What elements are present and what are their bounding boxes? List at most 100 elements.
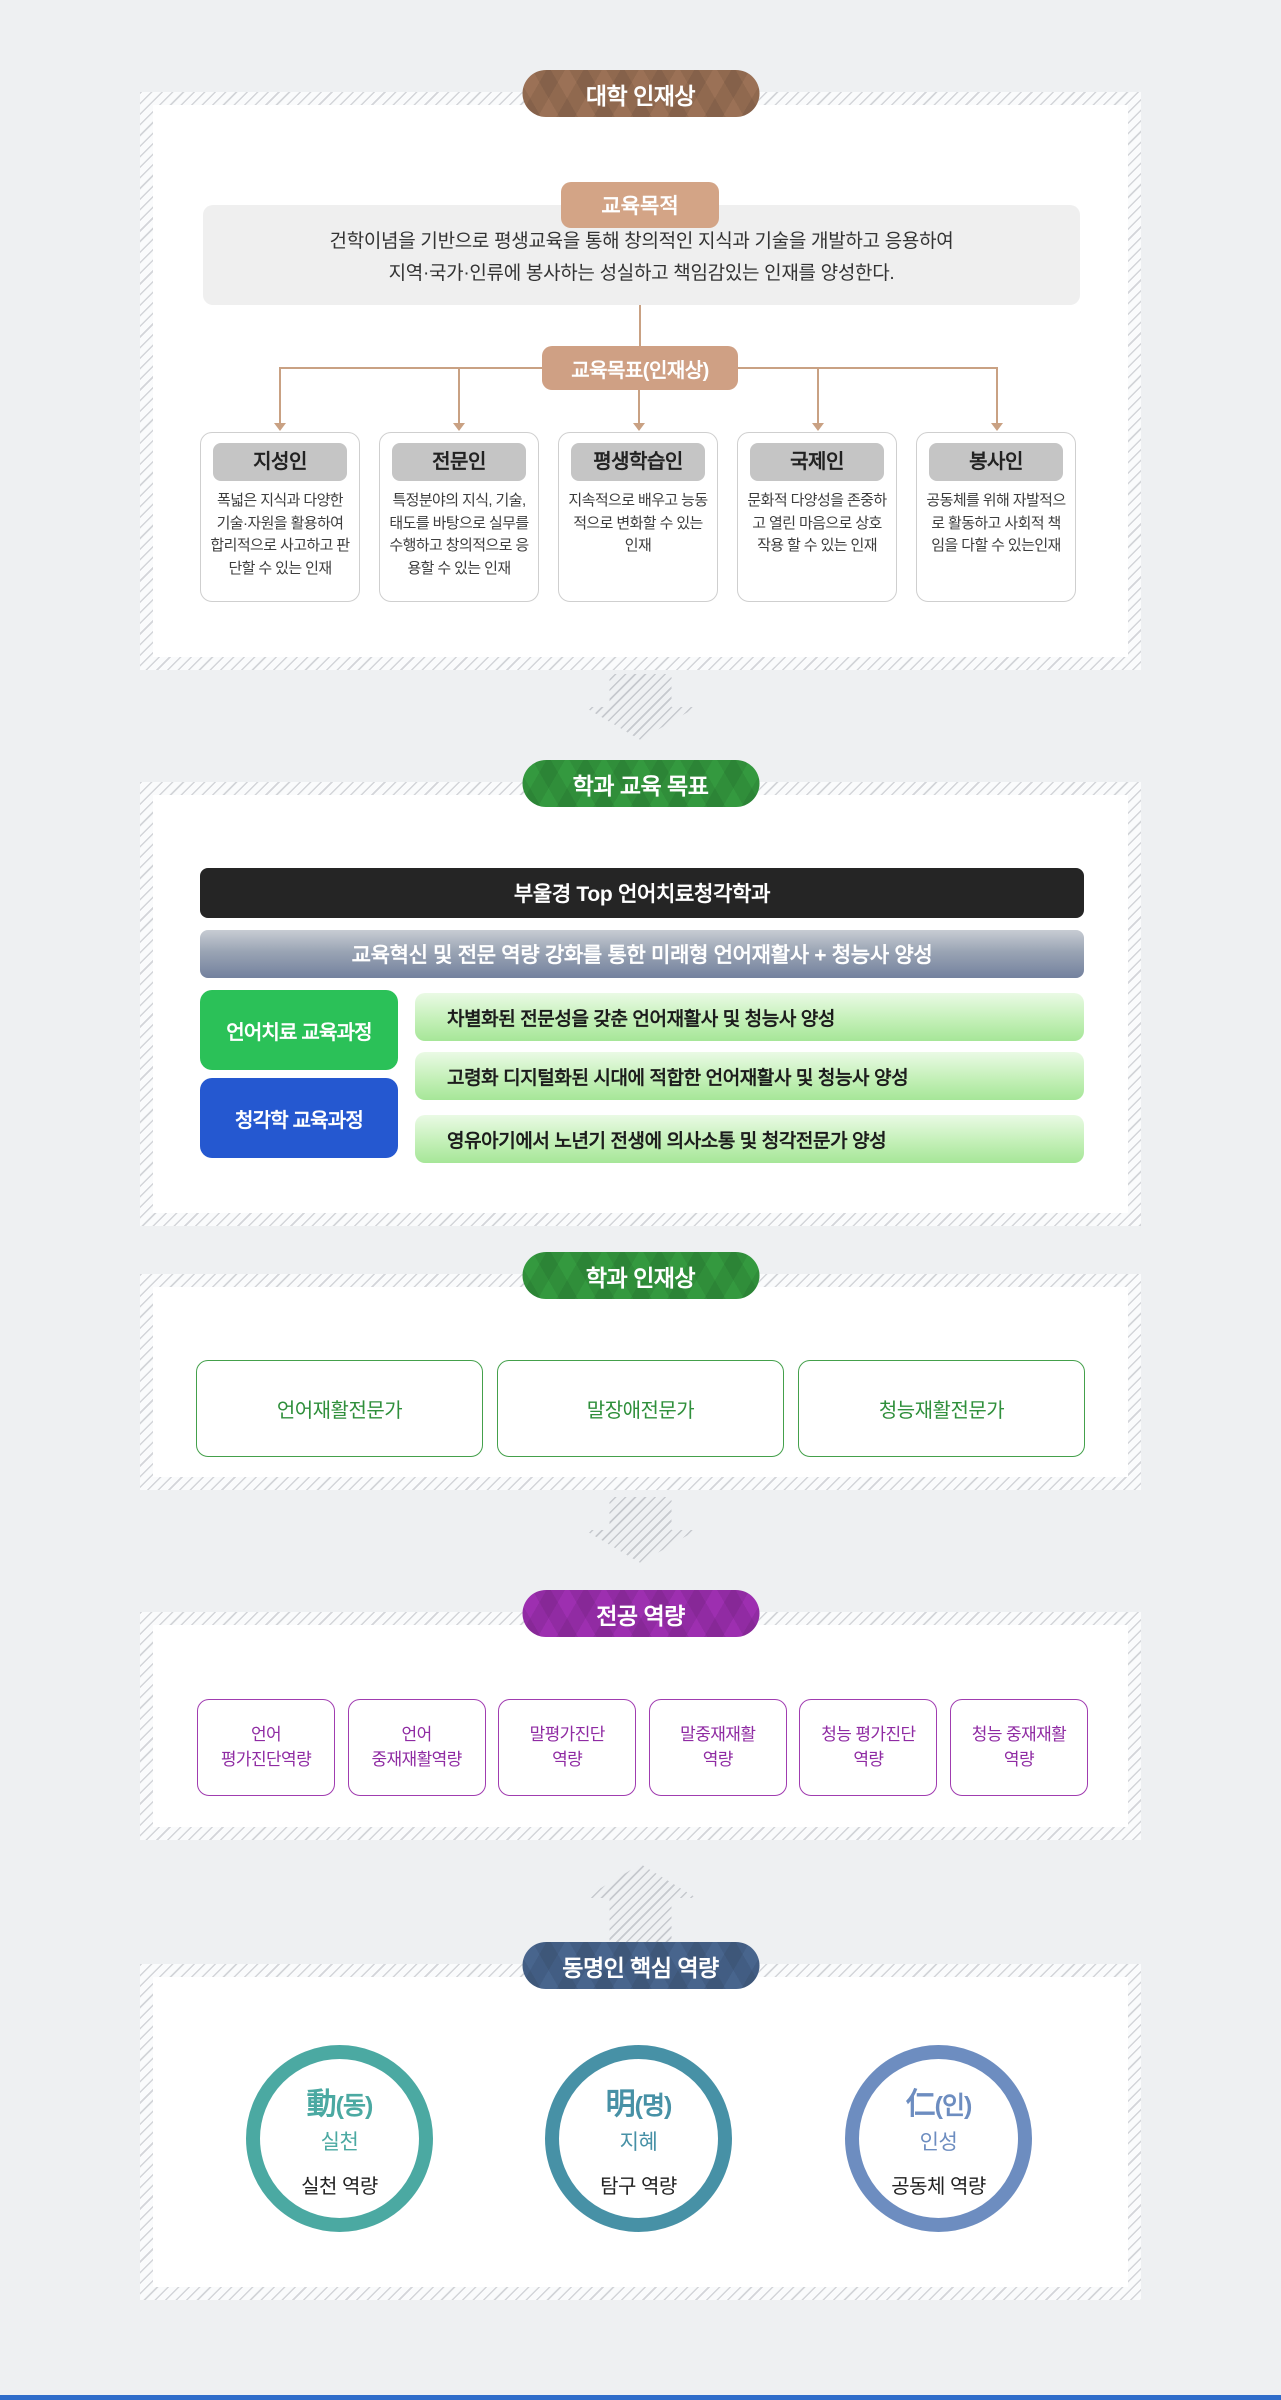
talent-box-professional: 전문인 특정분야의 지식, 기술, 태도를 바탕으로 실무를 수행하고 창의적으… [379, 432, 539, 602]
section-badge-label: 학과 교육 목표 [572, 772, 709, 799]
core-circle-value: 인성 [919, 2130, 958, 2154]
talent-box-desc: 폭넓은 지식과 다양한 기술·자원을 활용하여 합리적으로 사고하고 판단할 수… [210, 492, 350, 577]
competency-line1: 청능 평가진단 [821, 1724, 916, 1744]
education-goals-badge: 교육목표(인재상) [542, 346, 738, 390]
talent-box-desc: 지속적으로 배우고 능동적으로 변화할 수 있는 인재 [568, 492, 708, 554]
panel-dept-goals: 부울경 Top 언어치료청각학과 교육혁신 및 전문 역량 강화를 통한 미래형… [140, 782, 1141, 1226]
section-badge-core-competency: 동명인 핵심 역량 [522, 1942, 759, 1989]
hanja-char: 仁 [905, 2087, 936, 2121]
core-circle-hanja: 明(명) [605, 2079, 673, 2123]
competency-line1: 청능 중재재활 [971, 1724, 1067, 1744]
connector-drop-5 [996, 367, 998, 424]
expert-row: 언어재활전문가 말장애전문가 청능재활전문가 [196, 1360, 1085, 1457]
competency-line1: 언어 [401, 1724, 433, 1744]
dept-goal-bar-3: 영유아기에서 노년기 전생에 의사소통 및 청각전문가 양성 [415, 1115, 1084, 1163]
hanja-reading: (인) [934, 2091, 973, 2120]
competency-line2: 역량 [1003, 1749, 1035, 1769]
connector-drop-1 [279, 367, 281, 424]
competency-row: 언어 평가진단역량 언어 중재재활역량 말평가진단 역량 말중재재활 역량 청능… [197, 1699, 1088, 1796]
education-goals-badge-label: 교육목표(인재상) [571, 359, 709, 382]
expert-box-speech-rehab: 언어재활전문가 [196, 1360, 483, 1457]
track-label-text: 청각학 교육과정 [235, 1109, 364, 1132]
hanja-reading: (명) [634, 2091, 673, 2120]
core-circle-wisdom: 明(명) 지혜 탐구 역량 [545, 2045, 732, 2232]
expert-box-label: 언어재활전문가 [276, 1400, 403, 1422]
arrowhead-down-icon [274, 423, 286, 431]
connector-drop-2 [458, 367, 460, 424]
expert-box-label: 청능재활전문가 [878, 1400, 1005, 1422]
flow-up-arrow-icon [584, 1864, 697, 1946]
dept-goal-bar-2: 고령화 디지털화된 시대에 적합한 언어재활사 및 청능사 양성 [415, 1052, 1084, 1100]
dept-goal-text: 차별화된 전문성을 갖춘 언어재활사 및 청능사 양성 [447, 1008, 835, 1030]
panel-university-talent: 교육목적 건학이념을 기반으로 평생교육을 통해 창의적인 지식과 기술을 개발… [140, 92, 1141, 670]
talent-box-title: 지성인 [213, 443, 347, 481]
core-circle-hanja: 仁(인) [905, 2079, 973, 2123]
purpose-text-line1: 건학이념을 기반으로 평생교육을 통해 창의적인 지식과 기술을 개발하고 응용… [329, 231, 954, 253]
dept-goal-text: 영유아기에서 노년기 전생에 의사소통 및 청각전문가 양성 [447, 1130, 887, 1152]
section-badge-major-competency: 전공 역량 [522, 1590, 759, 1637]
panel-dept-talent: 언어재활전문가 말장애전문가 청능재활전문가 [140, 1274, 1141, 1490]
talent-box-title: 봉사인 [929, 443, 1063, 481]
core-circle-competency: 탐구 역량 [600, 2175, 677, 2198]
dept-subheadline-text: 교육혁신 및 전문 역량 강화를 통한 미래형 언어재활사 + 청능사 양성 [351, 944, 933, 967]
talent-box-lifelong-learner: 평생학습인 지속적으로 배우고 능동적으로 변화할 수 있는 인재 [558, 432, 718, 602]
arrowhead-down-icon [453, 423, 465, 431]
competency-line2: 중재재활역량 [371, 1749, 462, 1769]
section-badge-dept-goals: 학과 교육 목표 [522, 760, 759, 807]
connector-drop-4 [817, 367, 819, 424]
purpose-badge-label: 교육목적 [601, 195, 679, 218]
hanja-reading: (동) [335, 2091, 374, 2120]
section-badge-dept-talent: 학과 인재상 [522, 1252, 759, 1299]
talent-box-global: 국제인 문화적 다양성을 존중하고 열린 마음으로 상호작용 할 수 있는 인재 [737, 432, 897, 602]
dept-headline-bar: 부울경 Top 언어치료청각학과 [200, 868, 1084, 918]
core-circle-competency: 공동체 역량 [891, 2175, 986, 2198]
track-label-text: 언어치료 교육과정 [226, 1021, 372, 1044]
competency-box-auditory-assessment: 청능 평가진단 역량 [799, 1699, 938, 1796]
competency-line1: 말평가진단 [529, 1724, 606, 1744]
section-badge-label: 학과 인재상 [585, 1264, 696, 1291]
connector-drop-3 [638, 367, 640, 424]
flow-down-arrow-icon [584, 674, 697, 740]
dept-subheadline-bar: 교육혁신 및 전문 역량 강화를 통한 미래형 언어재활사 + 청능사 양성 [200, 930, 1084, 978]
talent-box-title: 평생학습인 [571, 443, 705, 481]
panel-major-competency: 언어 평가진단역량 언어 중재재활역량 말평가진단 역량 말중재재활 역량 청능… [140, 1612, 1141, 1840]
arrowhead-down-icon [991, 423, 1003, 431]
expert-box-auditory-rehab: 청능재활전문가 [798, 1360, 1085, 1457]
talent-box-intellectual: 지성인 폭넓은 지식과 다양한 기술·자원을 활용하여 합리적으로 사고하고 판… [200, 432, 360, 602]
section-badge-label: 동명인 핵심 역량 [562, 1954, 719, 1981]
section-badge-university-talent: 대학 인재상 [522, 70, 759, 117]
core-circle-hanja: 動(동) [306, 2079, 374, 2123]
dept-goal-text: 고령화 디지털화된 시대에 적합한 언어재활사 및 청능사 양성 [447, 1067, 909, 1089]
competency-line2: 평가진단역량 [220, 1749, 312, 1769]
track-label-audiology: 청각학 교육과정 [200, 1078, 398, 1158]
dept-goal-bar-1: 차별화된 전문성을 갖춘 언어재활사 및 청능사 양성 [415, 993, 1084, 1041]
dept-headline-text: 부울경 Top 언어치료청각학과 [513, 883, 771, 906]
connector-vertical-root [639, 305, 641, 347]
panel-core-competency: 動(동) 실천 실천 역량 明(명) 지혜 탐구 역량 仁(인) 인성 공동체 … [140, 1964, 1141, 2300]
purpose-badge: 교육목적 [561, 182, 719, 228]
talent-box-desc: 특정분야의 지식, 기술, 태도를 바탕으로 실무를 수행하고 창의적으로 응용… [389, 492, 529, 577]
competency-box-language-rehab: 언어 중재재활역량 [347, 1699, 486, 1796]
competency-line2: 역량 [552, 1749, 583, 1769]
hanja-char: 明 [605, 2087, 636, 2121]
arrowhead-down-icon [812, 423, 824, 431]
competency-box-auditory-rehab: 청능 중재재활 역량 [949, 1699, 1088, 1796]
section-badge-label: 대학 인재상 [585, 82, 696, 109]
competency-line1: 말중재재활 [680, 1724, 756, 1744]
arrowhead-down-icon [633, 423, 645, 431]
competency-box-language-assessment: 언어 평가진단역량 [197, 1699, 335, 1796]
core-circle-competency: 실천 역량 [301, 2175, 378, 2198]
core-circle-humanity: 仁(인) 인성 공동체 역량 [845, 2045, 1032, 2232]
section-badge-label: 전공 역량 [596, 1602, 685, 1629]
expert-box-label: 말장애전문가 [586, 1400, 695, 1422]
competency-line1: 언어 [250, 1724, 282, 1744]
expert-box-speech-disorder: 말장애전문가 [497, 1360, 784, 1457]
purpose-text-line2: 지역·국가·인류에 봉사하는 성실하고 책임감있는 인재를 양성한다. [388, 262, 895, 284]
hanja-char: 動 [306, 2087, 337, 2121]
flow-down-arrow-icon [584, 1497, 697, 1563]
talent-box-title: 국제인 [750, 443, 884, 481]
track-label-speech-therapy: 언어치료 교육과정 [200, 990, 398, 1070]
talent-box-title: 전문인 [392, 443, 526, 481]
talent-box-volunteer: 봉사인 공동체를 위해 자발적으로 활동하고 사회적 책임을 다할 수 있는인재 [916, 432, 1076, 602]
